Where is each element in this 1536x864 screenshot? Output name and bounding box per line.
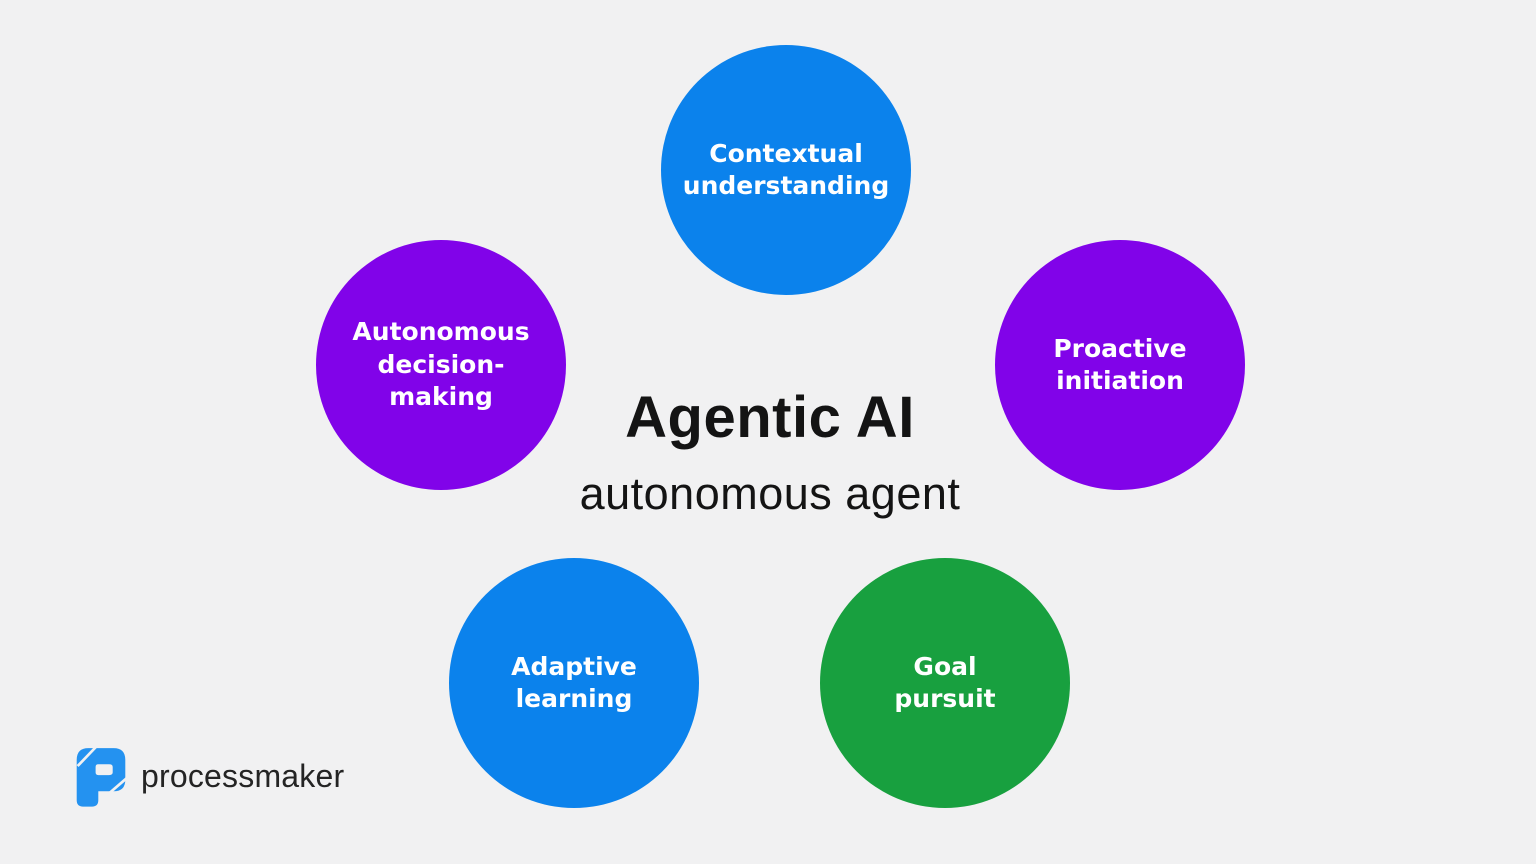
p-icon-shape xyxy=(76,748,126,807)
center-text-block: Agentic AI autonomous agent xyxy=(580,386,961,520)
circle-contextual-understanding: Contextual understanding xyxy=(661,45,911,295)
p-icon-slit-bottom xyxy=(106,776,128,796)
circle-label-adaptive-learning: Adaptive learning xyxy=(511,651,637,714)
circle-adaptive-learning: Adaptive learning xyxy=(449,558,699,808)
processmaker-wordmark: processmaker xyxy=(141,757,345,794)
processmaker-p-icon xyxy=(76,743,128,807)
circle-label-proactive-initiation: Proactive initiation xyxy=(1053,333,1187,396)
circle-proactive-initiation: Proactive initiation xyxy=(995,240,1245,490)
circle-label-autonomous-decision-making: Autonomous decision- making xyxy=(352,317,530,412)
processmaker-logo: processmaker xyxy=(74,742,344,810)
circle-autonomous-decision-making: Autonomous decision- making xyxy=(316,240,566,490)
diagram-title: Agentic AI xyxy=(625,385,915,450)
p-icon-slit-top xyxy=(76,743,100,768)
diagram-subtitle: autonomous agent xyxy=(579,467,961,519)
circle-label-goal-pursuit: Goal pursuit xyxy=(894,651,996,714)
circle-label-contextual-understanding: Contextual understanding xyxy=(682,138,890,201)
circle-goal-pursuit: Goal pursuit xyxy=(820,558,1070,808)
